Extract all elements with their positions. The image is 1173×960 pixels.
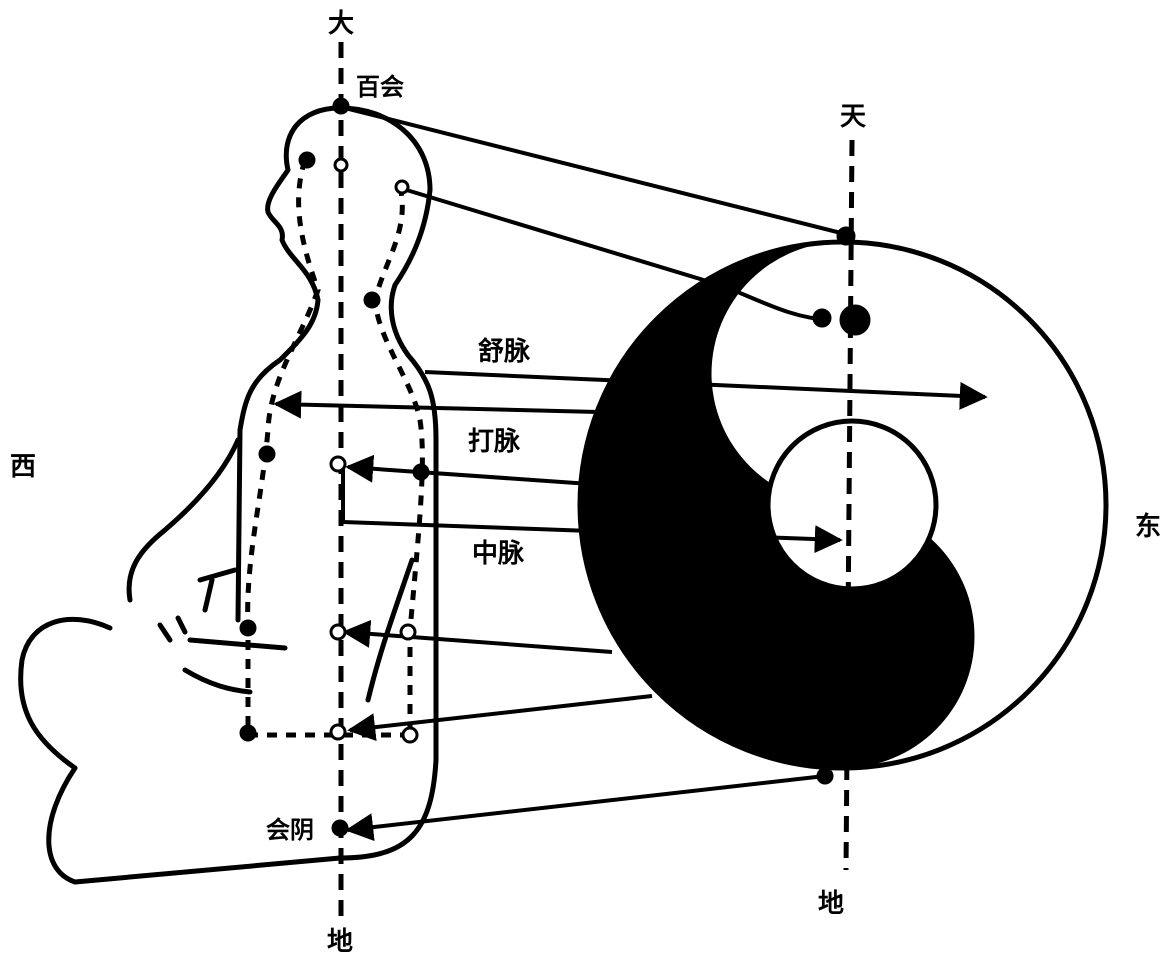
right-channel-arrow <box>345 454 591 486</box>
taiji-inner-circle <box>765 418 939 592</box>
seated-figure <box>18 105 439 885</box>
neck-dot-right <box>363 291 381 309</box>
head-to-taiji-top-dot <box>399 186 721 287</box>
label-central-channel: 中脉 <box>472 539 525 569</box>
head-dot-left <box>298 151 316 169</box>
left-channel-path <box>245 159 321 732</box>
head-dot-right <box>394 179 410 195</box>
figure-knee-outline <box>18 616 113 771</box>
right-channel-path <box>372 185 425 732</box>
chest-dot-left <box>258 445 276 463</box>
head-dot-center <box>333 157 349 173</box>
taiji-small-dot <box>812 308 832 328</box>
label-baihui: 百会 <box>356 72 404 101</box>
label-huiyin: 会阴 <box>266 815 314 844</box>
label-sky-right: 天 <box>840 102 866 132</box>
baihui-dot <box>332 97 350 115</box>
huiyin-dot <box>331 819 349 837</box>
mid-lower-arrow <box>342 619 613 654</box>
lower-dot-left <box>239 724 257 742</box>
taiji-top-dot <box>836 226 856 246</box>
taiji-central-axis <box>843 139 855 871</box>
taiji-upper-dot <box>839 304 871 336</box>
label-left-channel: 舒脉 <box>478 336 531 367</box>
lower-dot-center <box>329 723 347 741</box>
label-west: 西 <box>10 452 36 482</box>
figure-hands <box>157 567 288 695</box>
belly-dot-right <box>399 623 417 641</box>
left-channel-arrow <box>424 370 988 410</box>
acupoint-dots <box>239 97 871 837</box>
lower-arrow <box>347 694 653 742</box>
label-sky-left: 大 <box>328 9 354 39</box>
taiji-symbol <box>577 239 1109 771</box>
connection-lines <box>273 106 988 842</box>
huiyin-to-taiji-bottom <box>345 774 826 842</box>
taiji-bottom-dot <box>816 767 834 785</box>
belly-dot-center <box>329 623 347 641</box>
chest-dot-center <box>329 455 347 473</box>
left-channel-return-arrow <box>273 390 599 419</box>
label-east: 东 <box>1135 511 1161 542</box>
lower-dot-right <box>401 726 419 744</box>
figure-right-forearm <box>365 557 415 703</box>
chest-dot-right <box>412 463 430 481</box>
figure-channels <box>245 159 425 738</box>
label-earth-left: 地 <box>327 927 353 957</box>
diagram-labels: 大 百会 天 西 东 舒脉 打脉 中脉 会阴 地 地 <box>10 9 1161 957</box>
baihui-to-taiji-top <box>344 106 846 236</box>
central-channel-arrow <box>342 520 843 554</box>
label-right-channel: 打脉 <box>468 427 521 457</box>
figure-left-arm <box>126 437 241 603</box>
belly-dot-left <box>239 619 257 637</box>
figure-body-outline <box>46 105 439 885</box>
label-earth-right: 地 <box>818 889 844 919</box>
